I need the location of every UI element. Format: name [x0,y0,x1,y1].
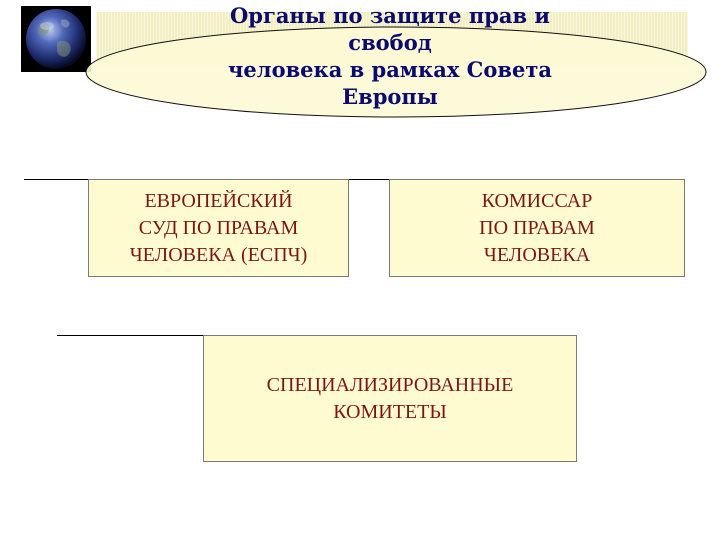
box-line: ПО ПРАВАМ [479,216,595,239]
globe-icon [21,6,91,72]
connector-line [349,179,389,180]
court-box: ЕВРОПЕЙСКИЙ СУД ПО ПРАВАМ ЧЕЛОВЕКА (ЕСПЧ… [88,179,349,277]
commissioner-box: КОМИССАР ПО ПРАВАМ ЧЕЛОВЕКА [389,179,685,277]
box-line: КОМИССАР [481,189,593,212]
box-line: ЧЕЛОВЕКА [483,243,591,266]
title-line: человека в рамках Совета [228,57,552,82]
slide-title: Органы по защите прав и свобод человека … [150,2,630,110]
title-line: свобод [348,30,432,55]
connector-line [24,179,88,180]
connector-line [57,335,278,336]
committees-box: СПЕЦИАЛИЗИРОВАННЫЕ КОМИТЕТЫ [203,335,577,462]
box-line: ЕВРОПЕЙСКИЙ [144,189,293,212]
box-line: ЧЕЛОВЕКА (ЕСПЧ) [129,243,308,266]
box-line: СУД ПО ПРАВАМ [138,216,299,239]
box-line: СПЕЦИАЛИЗИРОВАННЫЕ [266,373,514,396]
title-line: Органы по защите прав и [229,3,550,28]
box-line: КОМИТЕТЫ [333,400,447,423]
title-line: Европы [342,84,438,109]
